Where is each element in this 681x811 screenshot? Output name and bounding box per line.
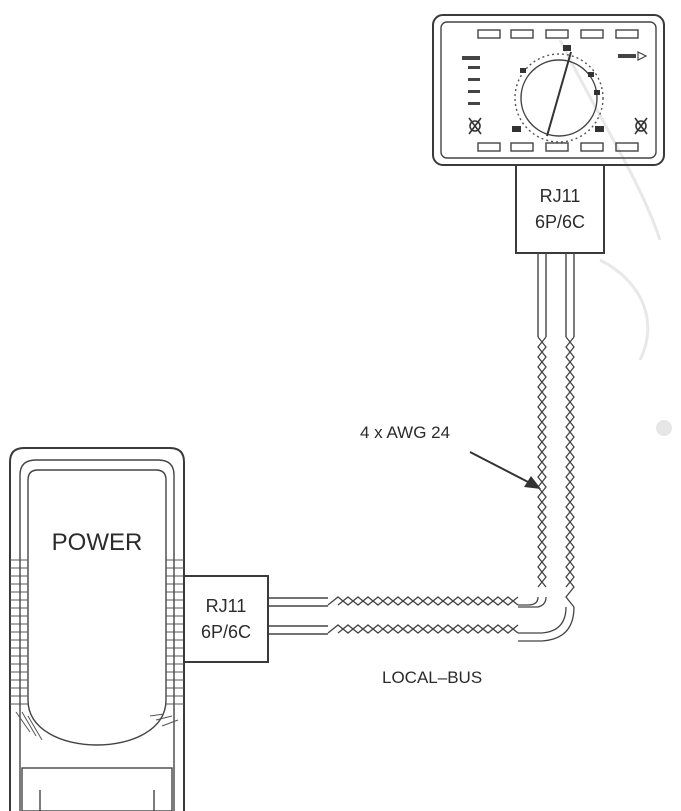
rj11-top-label-line1: RJ11 [540, 186, 581, 206]
thermostat-controller-icon [432, 14, 665, 166]
power-supply-icon [9, 447, 185, 811]
top-slots [477, 29, 639, 39]
rj11-connector-left: RJ11 6P/6C [183, 575, 269, 663]
rj11-left-label-line2: 6P/6C [201, 622, 251, 642]
watermark [558, 39, 672, 436]
cable-label: 4 x AWG 24 [360, 423, 450, 442]
right-fan-icon [634, 117, 648, 135]
bottom-slots [477, 142, 639, 152]
cable-pointer-arrow [469, 451, 541, 489]
right-indicator [618, 51, 648, 61]
left-fan-icon [468, 117, 482, 135]
twisted-pair-cable-icon [327, 336, 575, 642]
dial-knob [512, 45, 604, 143]
rj11-connector-top: RJ11 6P/6C [515, 164, 605, 254]
horizontal-wires-left [268, 597, 328, 635]
rj11-top-label-line2: 6P/6C [535, 212, 585, 232]
vertical-wires-top [537, 253, 575, 337]
rj11-left-label-line1: RJ11 [206, 596, 247, 616]
local-bus-label: LOCAL–BUS [382, 668, 482, 687]
left-indicators [462, 56, 480, 105]
power-label: POWER [52, 529, 143, 556]
